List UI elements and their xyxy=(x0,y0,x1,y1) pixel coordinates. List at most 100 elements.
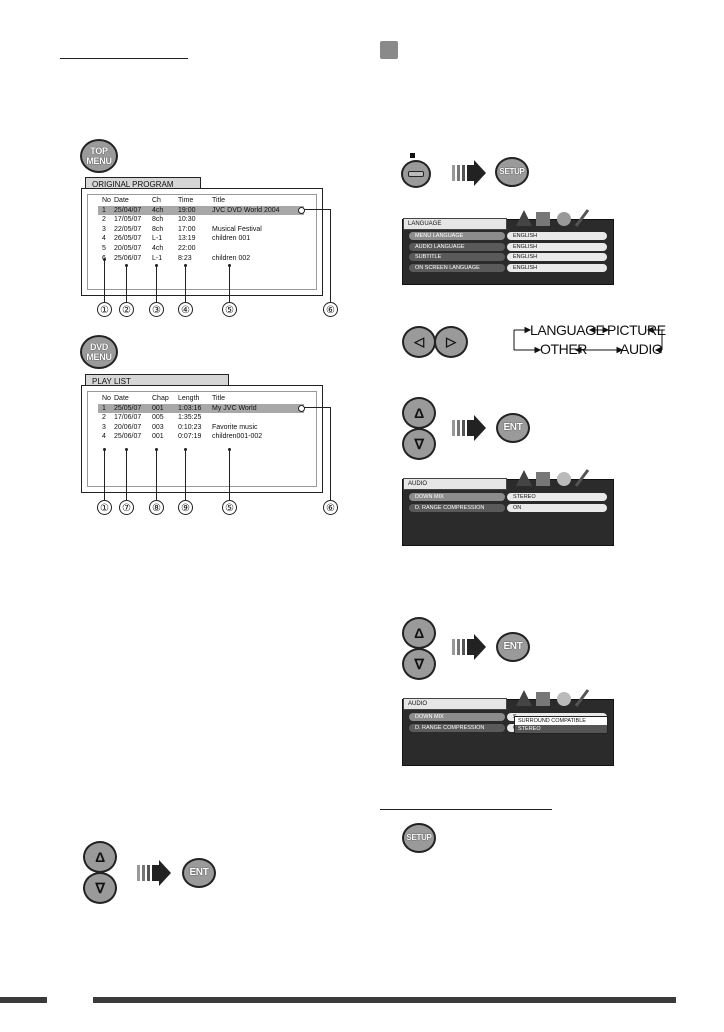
table-cell: 0:10:23 xyxy=(178,423,202,431)
top-menu-label-1: TOP xyxy=(90,146,108,156)
section-marker-icon xyxy=(380,41,398,59)
left-button[interactable]: ◁ xyxy=(402,326,436,358)
table-cell: My JVC World xyxy=(212,404,257,412)
table-cell: 2 xyxy=(102,414,106,422)
down-arrow-icon: ∇ xyxy=(414,656,424,672)
menu-row-label: MENU LANGUAGE xyxy=(409,232,505,240)
down-button[interactable]: ∇ xyxy=(402,648,436,680)
callout-number: ⑥ xyxy=(323,302,338,317)
menu-row-value[interactable]: ENGLISH xyxy=(507,232,607,240)
table-cell: 5 xyxy=(102,245,106,252)
callout-line xyxy=(126,448,127,500)
right-button[interactable]: ▷ xyxy=(434,326,468,358)
setup-button[interactable]: SETUP xyxy=(402,823,436,853)
setup-label: SETUP xyxy=(406,833,432,842)
callout-line xyxy=(185,448,186,500)
callout-number: ⑨ xyxy=(178,500,193,515)
top-menu-button[interactable]: TOP MENU xyxy=(80,139,118,173)
play-list-panel xyxy=(81,385,323,493)
callout-line xyxy=(300,407,330,408)
table-cell: children 002 xyxy=(212,254,251,262)
down-button[interactable]: ∇ xyxy=(402,428,436,460)
table-cell: 25/06/07 xyxy=(114,433,142,441)
right-heading-rule xyxy=(380,809,552,810)
table-cell: 25/04/07 xyxy=(114,206,142,214)
callout-dot xyxy=(298,405,305,412)
setup-button[interactable]: SETUP xyxy=(495,157,529,187)
menu-row-value[interactable]: ENGLISH xyxy=(507,264,607,273)
menu-row-value[interactable]: ENGLISH xyxy=(507,253,607,262)
menu-row-value[interactable]: ENGLISH xyxy=(507,242,607,251)
step-arrow-icon xyxy=(452,415,486,441)
table-cell: 13:19 xyxy=(178,235,196,243)
table-cell: 1 xyxy=(102,404,106,412)
callout-line xyxy=(104,258,105,302)
col-no: No xyxy=(102,395,111,402)
callout-number: ④ xyxy=(178,302,193,317)
original-program-tab: ORIGINAL PROGRAM xyxy=(85,177,201,190)
down-button[interactable]: ∇ xyxy=(83,872,117,904)
callout-number: ② xyxy=(119,302,134,317)
table-cell: 1:35:25 xyxy=(178,414,202,422)
ent-label: ENT xyxy=(503,641,523,652)
table-cell: 3 xyxy=(102,225,106,233)
table-cell: 2 xyxy=(102,216,106,224)
right-arrow-icon: ▷ xyxy=(446,334,456,349)
table-cell: 001 xyxy=(152,433,164,441)
col-time: Time xyxy=(178,197,194,204)
audio-menu-tab: AUDIO xyxy=(403,478,507,490)
dropdown-option-selected[interactable]: STEREO xyxy=(515,725,607,733)
table-cell: 17:00 xyxy=(178,225,196,233)
cycle-audio: AUDIO xyxy=(620,341,663,357)
menu-row-value[interactable]: STEREO xyxy=(507,493,607,501)
menu-row-value[interactable]: ON xyxy=(507,503,607,512)
top-menu-label-2: MENU xyxy=(86,156,112,166)
table-cell: 0:07:19 xyxy=(178,433,202,441)
up-button[interactable]: Δ xyxy=(83,841,117,873)
language-menu-tab: LANGUAGE xyxy=(403,218,507,230)
stop-indicator-icon xyxy=(410,153,415,158)
ent-button[interactable]: ENT xyxy=(496,632,530,662)
up-button[interactable]: Δ xyxy=(402,617,436,649)
col-date: Date xyxy=(114,197,129,204)
callout-number: ⑤ xyxy=(222,500,237,515)
audio-menu xyxy=(402,479,614,546)
dropdown-option[interactable]: SURROUND COMPATIBLE xyxy=(518,718,586,724)
dvd-menu-button[interactable]: DVD MENU xyxy=(80,335,118,369)
page-footer-bar-left xyxy=(0,997,47,1003)
ent-button[interactable]: ENT xyxy=(496,413,530,443)
table-cell: 22:00 xyxy=(178,245,196,252)
table-cell: 10:30 xyxy=(178,216,196,224)
table-cell: 19:00 xyxy=(178,206,196,214)
down-mix-dropdown[interactable]: SURROUND COMPATIBLE STEREO xyxy=(514,716,608,734)
col-chap: Chap xyxy=(152,395,169,402)
dvd-menu-label-1: DVD xyxy=(89,342,109,352)
step-arrow-icon xyxy=(452,634,486,660)
table-cell: 001 xyxy=(152,404,164,412)
menu-row-label: SUBTITLE xyxy=(409,253,505,262)
up-button[interactable]: Δ xyxy=(402,397,436,429)
col-date: Date xyxy=(114,395,129,402)
table-cell: 17/05/07 xyxy=(114,216,142,224)
ent-button[interactable]: ENT xyxy=(182,858,216,888)
dvd-menu-label-2: MENU xyxy=(86,352,112,362)
table-cell: 005 xyxy=(152,414,164,422)
menu-row-label: AUDIO LANGUAGE xyxy=(409,242,505,251)
stop-button[interactable] xyxy=(401,160,431,188)
